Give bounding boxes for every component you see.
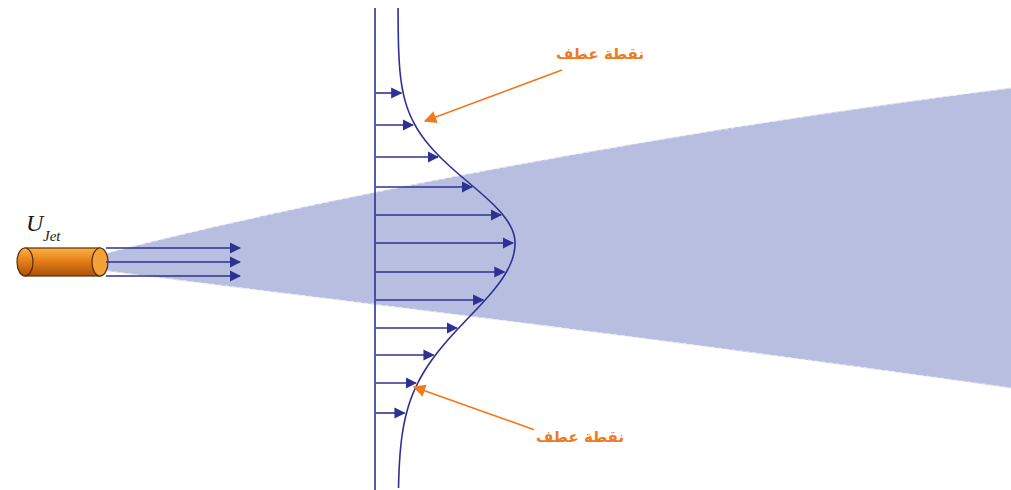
nozzle <box>17 248 108 276</box>
velocity-arrow <box>106 261 240 263</box>
velocity-arrow <box>376 124 413 126</box>
plume-edge <box>100 88 1011 255</box>
leader-line <box>425 70 562 121</box>
nozzle-end <box>17 248 33 276</box>
velocity-arrow <box>106 247 240 249</box>
velocity-arrow <box>376 156 438 158</box>
velocity-arrow <box>376 271 504 273</box>
leader-line <box>414 387 535 430</box>
velocity-arrow <box>376 412 405 414</box>
nozzle-opening <box>92 248 108 276</box>
velocity-symbol: U <box>26 210 43 236</box>
velocity-arrow <box>376 354 434 356</box>
velocity-arrow <box>376 186 472 188</box>
velocity-arrow <box>376 242 513 244</box>
jet-plume <box>100 88 1011 388</box>
inflection-label: نقطة عطف <box>554 46 646 63</box>
velocity-arrow <box>376 382 416 384</box>
velocity-arrow <box>106 275 240 277</box>
velocity-arrow <box>376 214 501 216</box>
profile-axis <box>374 8 376 490</box>
plume-edge <box>100 270 1011 388</box>
velocity-arrow <box>376 327 457 329</box>
velocity-subscript: Jet <box>43 228 60 245</box>
nozzle-body <box>25 248 100 276</box>
velocity-arrow <box>376 92 401 94</box>
exit-velocity-arrows <box>106 248 240 276</box>
velocity-arrow <box>376 299 483 301</box>
inflection-label: نقطة عطف <box>534 429 626 446</box>
